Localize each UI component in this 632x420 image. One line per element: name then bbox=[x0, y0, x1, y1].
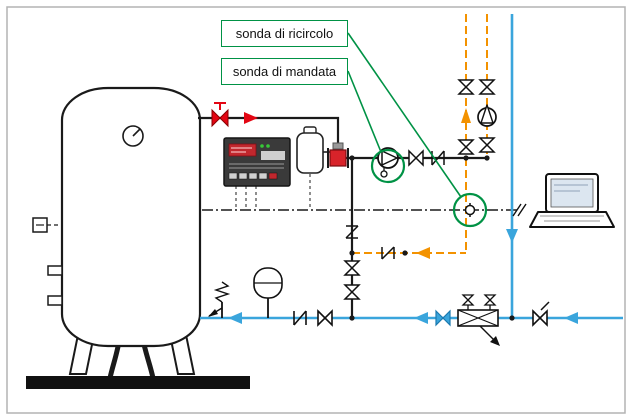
panel-label-strip bbox=[261, 151, 285, 160]
tank-nozzles bbox=[47, 265, 63, 306]
safety-valve bbox=[208, 281, 231, 318]
check-valve-supply bbox=[431, 150, 445, 166]
blue-flow-arrow-left-1 bbox=[228, 312, 242, 324]
cold-water-pipes bbox=[200, 14, 623, 320]
supply-probe bbox=[380, 168, 388, 178]
riser-pump bbox=[477, 104, 497, 127]
supply-pump bbox=[377, 147, 399, 169]
leader-line-mandata bbox=[347, 70, 382, 153]
check-valve-bottom bbox=[293, 310, 307, 326]
orange-flow-arrow-up bbox=[461, 108, 471, 123]
red-flow-arrow bbox=[244, 112, 258, 124]
blue-flow-arrow-left-3 bbox=[564, 312, 578, 324]
lockshield-valve bbox=[532, 301, 550, 327]
blue-flow-arrow-down bbox=[506, 229, 518, 243]
valve-actuator bbox=[296, 126, 330, 174]
label-sonda-mandata: sonda di mandata bbox=[221, 58, 348, 85]
mixing-valve bbox=[327, 142, 349, 168]
panel-led bbox=[260, 144, 264, 148]
panel-buttons bbox=[228, 172, 278, 180]
recirculation-probe bbox=[464, 203, 476, 217]
orange-flow-arrow-left bbox=[416, 247, 430, 259]
water-meter bbox=[457, 294, 500, 346]
check-valve-mixer bbox=[345, 225, 359, 239]
red-shutoff-valve bbox=[211, 102, 229, 128]
panel-display bbox=[228, 143, 257, 157]
supply-probe-highlight bbox=[370, 148, 406, 184]
blue-flow-arrow-left-2 bbox=[414, 312, 428, 324]
recirculation-probe-highlight bbox=[452, 192, 488, 228]
shutoff-valve-riser-b-top bbox=[478, 79, 496, 95]
ground-base bbox=[26, 376, 250, 389]
shutoff-valve-riser-a-bottom bbox=[457, 139, 475, 155]
panel-led bbox=[266, 144, 270, 148]
pipe-junctions bbox=[349, 155, 515, 321]
pressure-gauge bbox=[122, 125, 144, 147]
laptop bbox=[529, 173, 615, 228]
expansion-vessel bbox=[253, 267, 283, 318]
shutoff-valve-riser-b-bottom bbox=[478, 137, 496, 153]
label-sonda-ricircolo: sonda di ricircolo bbox=[221, 20, 348, 47]
shutoff-valve-bottom-1 bbox=[317, 309, 333, 327]
storage-tank bbox=[32, 86, 202, 348]
blue-valve bbox=[435, 309, 451, 327]
shutoff-valve-vertical-1 bbox=[343, 260, 361, 276]
shutoff-valve-riser-a-top bbox=[457, 79, 475, 95]
line-break-mark bbox=[512, 203, 527, 217]
shutoff-valve-supply bbox=[408, 149, 424, 167]
leader-line-ricircolo bbox=[347, 32, 462, 198]
shutoff-valve-vertical-2 bbox=[343, 284, 361, 300]
tank-sensor-box bbox=[32, 217, 62, 233]
check-valve-orange bbox=[381, 246, 395, 260]
control-panel bbox=[223, 137, 291, 187]
annotation-overlays bbox=[347, 32, 488, 228]
sensor-wires bbox=[235, 174, 311, 210]
